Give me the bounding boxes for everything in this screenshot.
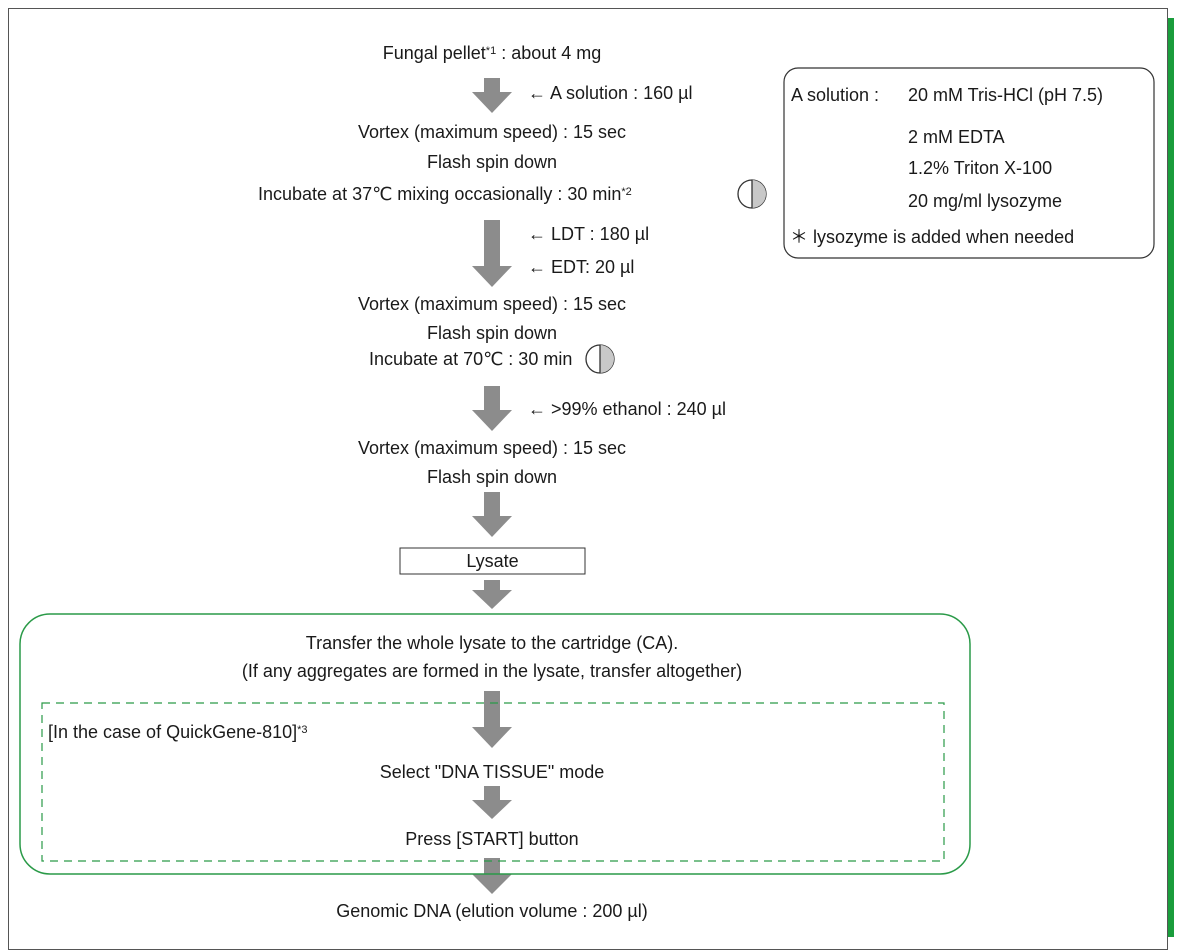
down-arrow-icon bbox=[472, 691, 512, 748]
down-arrow-icon bbox=[472, 492, 512, 537]
spin-step-3: Flash spin down bbox=[426, 467, 558, 487]
add-a-solution: ← A solution : 160 µl bbox=[528, 83, 693, 103]
half-shaded-circle-icon bbox=[737, 179, 767, 209]
lysate-label: Lysate bbox=[466, 551, 519, 571]
down-arrow-icon bbox=[472, 78, 512, 113]
footnote-3: *3 bbox=[297, 724, 308, 736]
fungal-pellet-label: Fungal pellet bbox=[382, 43, 486, 63]
spin-step-1: Flash spin down bbox=[426, 152, 558, 172]
vortex-step-1: Vortex (maximum speed) : 15 sec bbox=[357, 122, 627, 142]
press-start-step: Press [START] button bbox=[405, 829, 579, 849]
down-arrow-icon bbox=[472, 786, 512, 819]
solution-line-1: 20 mM Tris-HCl (pH 7.5) bbox=[908, 85, 1104, 105]
down-arrow-icon bbox=[472, 386, 512, 431]
add-ldt: ← LDT : 180 µl bbox=[528, 224, 650, 244]
cartridge-step-box bbox=[19, 613, 971, 875]
fungal-pellet-step: Fungal pellet*1 : about 4 mg bbox=[383, 42, 602, 64]
vortex-step-3: Vortex (maximum speed) : 15 sec bbox=[357, 438, 627, 458]
accent-bar bbox=[1168, 18, 1174, 937]
vortex-step-2: Vortex (maximum speed) : 15 sec bbox=[357, 294, 627, 314]
solution-box bbox=[783, 67, 1155, 259]
select-mode-step: Select "DNA TISSUE" mode bbox=[379, 762, 605, 782]
genomic-dna-result: Genomic DNA (elution volume : 200 µl) bbox=[336, 901, 648, 921]
incubate-step-2: Incubate at 70℃ : 30 min bbox=[369, 349, 573, 369]
down-arrow-icon bbox=[472, 858, 512, 894]
footnote-1: *1 bbox=[485, 45, 497, 57]
footnote-2: *2 bbox=[621, 186, 632, 198]
solution-label: A solution : bbox=[791, 85, 880, 105]
solution-note: ＊ lysozyme is added when needed bbox=[790, 227, 1075, 247]
down-arrow-icon bbox=[472, 580, 512, 609]
add-edt: ← EDT: 20 µl bbox=[528, 257, 635, 277]
half-shaded-circle-icon bbox=[585, 344, 615, 374]
incubate-37-label: Incubate at 37℃ mixing occasionally : 30… bbox=[258, 184, 622, 204]
add-ethanol: ← >99% ethanol : 240 µl bbox=[528, 399, 726, 419]
solution-line-2: 2 mM EDTA bbox=[908, 127, 1005, 147]
quickgene-case-text: [In the case of QuickGene-810] bbox=[48, 722, 298, 742]
solution-line-3: 1.2% Triton X-100 bbox=[908, 158, 1053, 178]
transfer-line-2: (If any aggregates are formed in the lys… bbox=[241, 661, 743, 681]
quickgene-dashed-box bbox=[41, 702, 945, 862]
lysate-box bbox=[399, 547, 586, 575]
transfer-line-1: Transfer the whole lysate to the cartrid… bbox=[305, 633, 679, 653]
incubate-step-1: Incubate at 37℃ mixing occasionally : 30… bbox=[258, 183, 632, 205]
quickgene-case-label: [In the case of QuickGene-810]*3 bbox=[48, 721, 308, 743]
fungal-pellet-amount: : about 4 mg bbox=[496, 43, 602, 63]
spin-step-2: Flash spin down bbox=[426, 323, 558, 343]
solution-line-4: 20 mg/ml lysozyme bbox=[908, 191, 1063, 211]
down-arrow-icon bbox=[472, 220, 512, 287]
